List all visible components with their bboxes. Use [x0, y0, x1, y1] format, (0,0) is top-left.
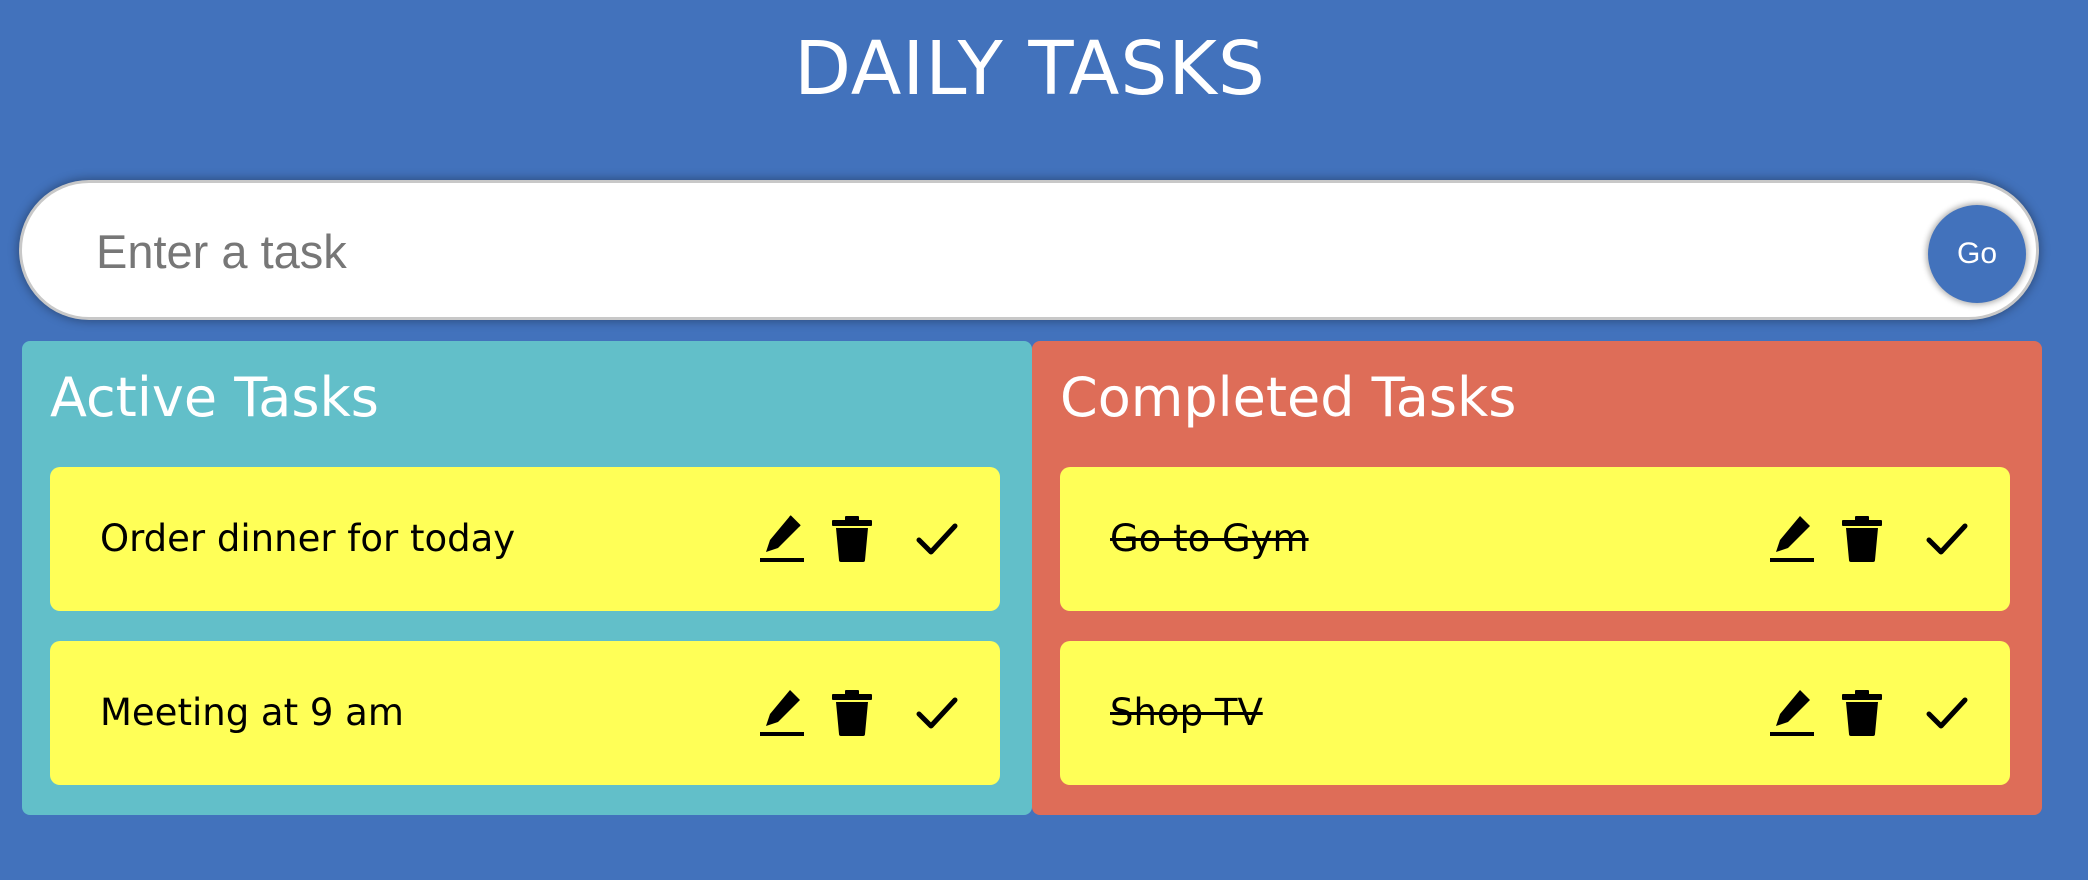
task-actions	[1770, 511, 1968, 567]
active-tasks-panel: Active Tasks Order dinner for today Meet…	[22, 341, 1032, 815]
pencil-icon[interactable]	[1770, 688, 1814, 738]
trash-icon[interactable]	[832, 690, 872, 736]
check-icon[interactable]	[1926, 695, 1968, 731]
trash-icon[interactable]	[1842, 690, 1882, 736]
check-icon[interactable]	[916, 695, 958, 731]
active-tasks-title: Active Tasks	[50, 366, 379, 429]
task-actions	[760, 511, 958, 567]
task-actions	[1770, 685, 1968, 741]
task-card: Order dinner for today	[50, 467, 1000, 611]
pencil-icon[interactable]	[1770, 514, 1814, 564]
check-icon[interactable]	[916, 521, 958, 557]
go-button[interactable]: Go	[1928, 205, 2026, 303]
pencil-icon[interactable]	[760, 514, 804, 564]
task-input[interactable]	[94, 205, 1898, 297]
completed-tasks-panel: Completed Tasks Go to Gym Shop TV	[1032, 341, 2042, 815]
task-text: Meeting at 9 am	[100, 691, 404, 734]
task-text: Order dinner for today	[100, 517, 516, 560]
task-text: Shop TV	[1110, 691, 1263, 734]
completed-tasks-title: Completed Tasks	[1060, 366, 1517, 429]
task-card: Go to Gym	[1060, 467, 2010, 611]
task-text: Go to Gym	[1110, 517, 1309, 560]
task-actions	[760, 685, 958, 741]
task-card: Shop TV	[1060, 641, 2010, 785]
trash-icon[interactable]	[832, 516, 872, 562]
page-title: DAILY TASKS	[794, 26, 1266, 112]
trash-icon[interactable]	[1842, 516, 1882, 562]
task-input-bar: Go	[22, 183, 2036, 317]
check-icon[interactable]	[1926, 521, 1968, 557]
pencil-icon[interactable]	[760, 688, 804, 738]
task-card: Meeting at 9 am	[50, 641, 1000, 785]
